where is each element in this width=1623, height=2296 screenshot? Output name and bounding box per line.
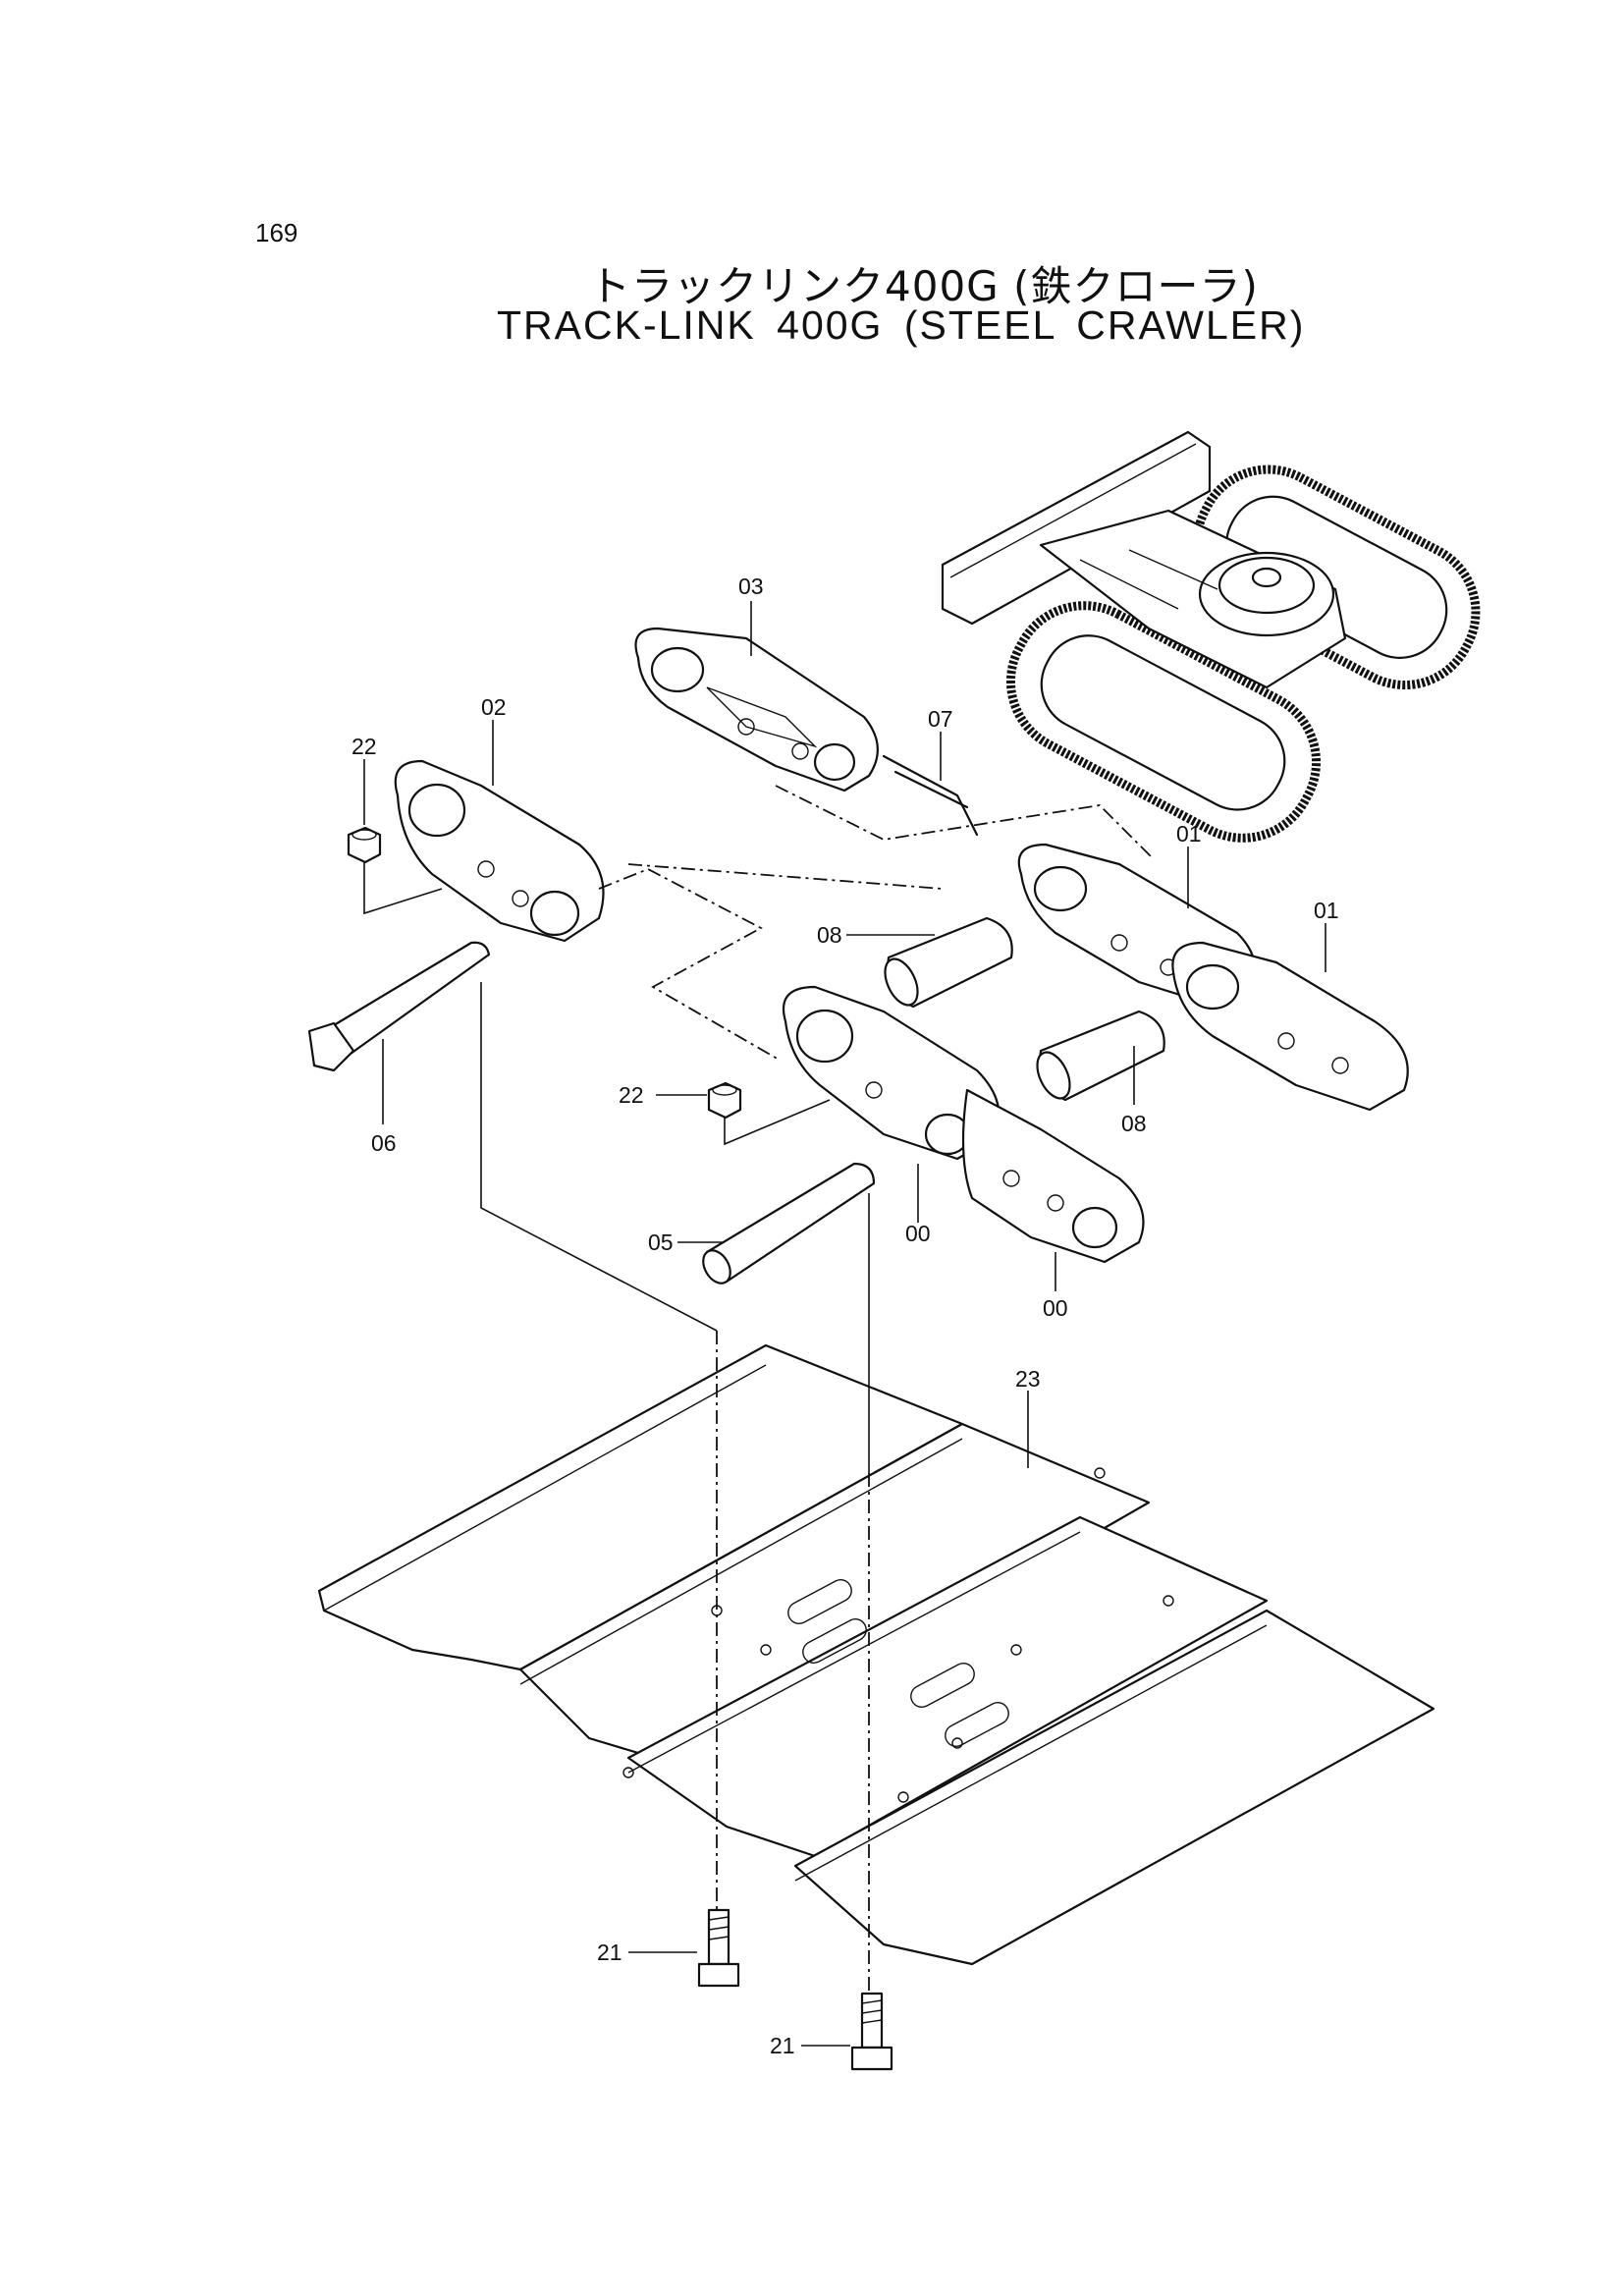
bushing-08-lower [1036,1010,1165,1102]
page-title-english: TRACK-LINK 400G (STEEL CRAWLER) [497,302,1306,348]
track-link-01-lower [1171,941,1409,1112]
track-link-03 [634,627,879,793]
track-link-00-lower [961,1088,1145,1264]
callout-03: 03 [738,574,764,599]
nut-22-left [347,826,382,864]
callout-08-upper: 08 [817,922,842,948]
callout-05: 05 [648,1230,674,1255]
assembly-lines [363,785,1155,1994]
bushing-08-upper [884,916,1013,1009]
callout-21-left: 21 [597,1940,622,1965]
page-title-japanese: トラックリンク400G (鉄クローラ) [589,262,1259,310]
callout-00-upper: 00 [905,1221,931,1246]
pin-05 [702,1162,876,1285]
callout-00-lower: 00 [1043,1295,1068,1321]
machine-overview-illustration [941,430,1481,843]
callout-08-lower: 08 [1121,1111,1147,1136]
callout-leaders [363,601,1326,2047]
callout-22-lower: 22 [619,1082,644,1108]
callout-07: 07 [928,706,953,732]
bolt-21-left [697,1908,740,1988]
callout-21-right: 21 [770,2033,795,2058]
track-link-02 [394,759,605,943]
callout-22-upper: 22 [352,734,377,759]
callout-23: 23 [1015,1366,1041,1392]
snap-pin-07 [882,754,979,837]
master-pin-06 [307,941,491,1072]
callout-01-lower: 01 [1314,898,1339,923]
page-number: 169 [255,218,298,247]
nut-22-center [707,1081,742,1120]
track-shoe-plates-23 [317,1343,1435,1966]
callout-numbers: 03 02 22 07 01 01 08 08 22 06 05 00 00 2… [352,574,1339,2058]
callout-01-upper: 01 [1176,821,1202,847]
callout-06: 06 [371,1130,397,1156]
callout-02: 02 [481,694,507,720]
bolt-21-right [850,1992,893,2071]
